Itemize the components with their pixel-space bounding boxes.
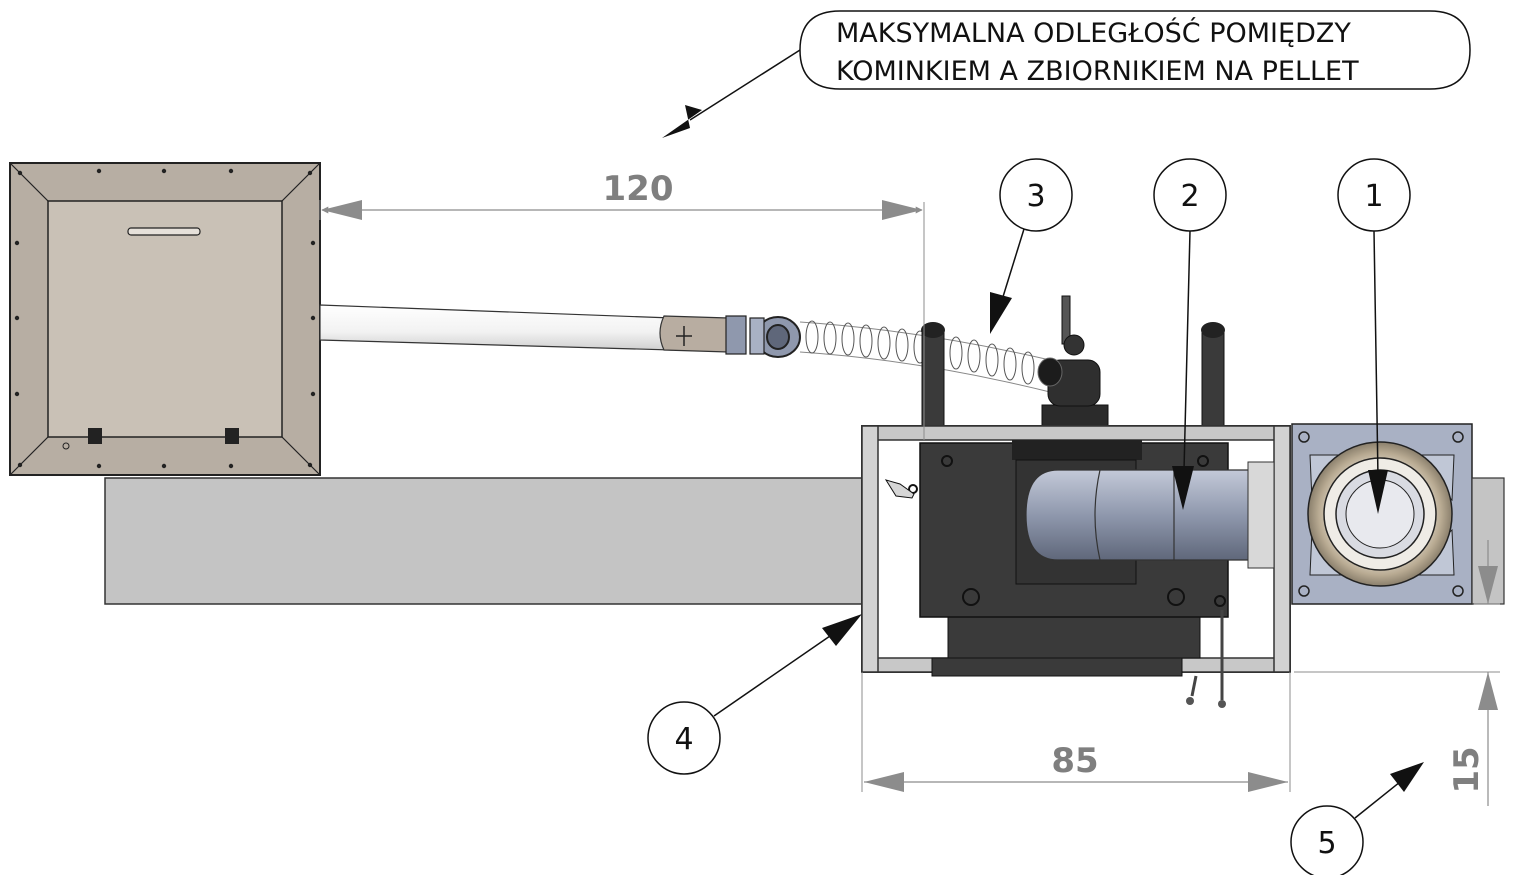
callout-1: 1: [1337, 158, 1411, 514]
pellet-hopper: [9, 162, 321, 476]
hopper-lid-handle: [127, 227, 201, 236]
callout-3-label: 3: [1026, 179, 1045, 214]
callout-5-label: 5: [1317, 826, 1336, 861]
callout-1-label: 1: [1364, 179, 1383, 214]
note-arrowhead: [662, 105, 702, 138]
dimension-85-label: 85: [1051, 741, 1098, 781]
callout-4-label: 4: [674, 722, 693, 757]
note-leader-line: [689, 49, 801, 121]
callout-4: 4: [647, 614, 862, 775]
dimension-15-label: 15: [1447, 746, 1487, 793]
dimension-85: 85: [861, 672, 1291, 792]
dimension-120-label: 120: [603, 169, 674, 209]
callout-3: 3: [990, 158, 1073, 334]
note-callout: MAKSYMALNA ODLEGŁOŚĆ POMIĘDZY KOMINKIEM …: [662, 10, 1471, 138]
feeder-motor: [1037, 295, 1109, 428]
dimension-15: 15: [1294, 540, 1500, 806]
outlet-flange: [1291, 423, 1505, 605]
burner-tube: [1025, 461, 1275, 569]
feed-pipe: [319, 304, 801, 358]
note-line-2: KOMINKIEM A ZBIORNIKIEM NA PELLET: [836, 56, 1359, 87]
note-line-1: MAKSYMALNA ODLEGŁOŚĆ POMIĘDZY: [836, 17, 1351, 49]
support-beam: [104, 477, 866, 605]
dimension-120: 120: [319, 169, 925, 440]
callout-5: 5: [1290, 762, 1424, 875]
callout-2-label: 2: [1180, 179, 1199, 214]
callout-2: 2: [1153, 158, 1227, 510]
